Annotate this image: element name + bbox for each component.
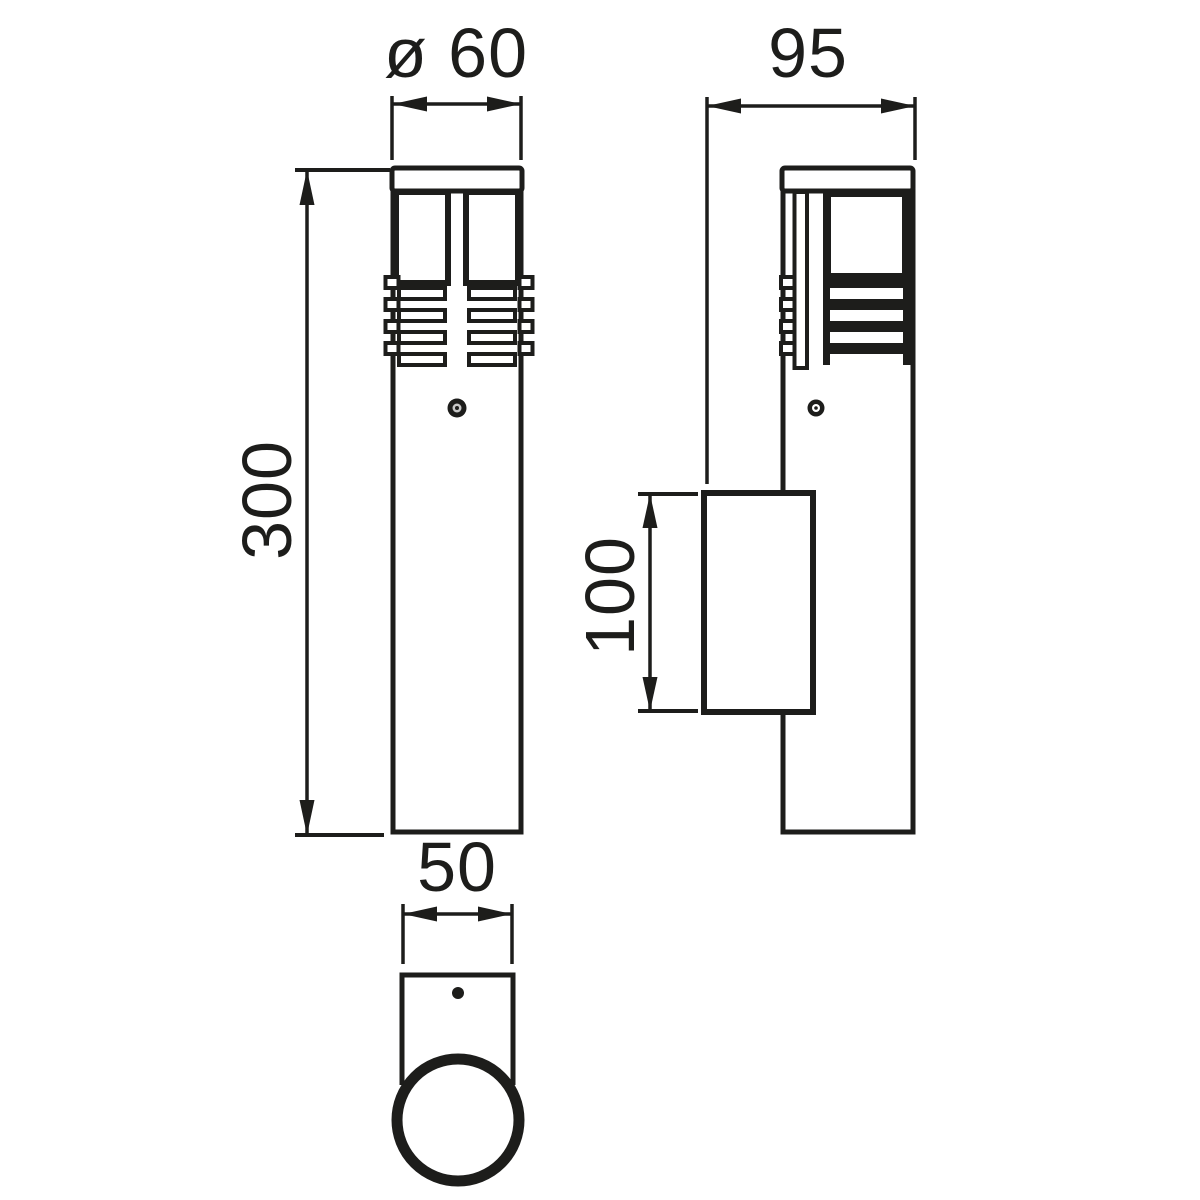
- dim-arrow-left: [393, 96, 427, 112]
- screw-center: [455, 406, 459, 410]
- dim-arrow-down: [642, 677, 658, 711]
- side-head: [779, 190, 913, 370]
- louvre-slat: [397, 286, 447, 301]
- louvre-slat: [467, 330, 517, 345]
- screw-detail-side: [807, 399, 825, 417]
- side-top-cap: [779, 165, 916, 194]
- louvre-slat: [467, 352, 517, 367]
- base-screw-hole: [452, 987, 464, 999]
- dim-label-side-depth: 95: [768, 14, 848, 92]
- dimension-front-width: ø 60: [384, 14, 528, 160]
- louvre-bump: [517, 341, 535, 356]
- louvre-slat: [830, 288, 903, 299]
- dimension-base-width: 50: [401, 828, 514, 964]
- louvre-slat: [397, 330, 447, 345]
- louvre-slat: [467, 286, 517, 301]
- front-top-cap: [389, 165, 525, 194]
- dim-label-overall-height: 300: [228, 440, 306, 560]
- front-window-left: [393, 189, 451, 286]
- side-window: [831, 197, 902, 273]
- louvre-slat: [830, 332, 903, 343]
- dim-label-box-height: 100: [571, 536, 649, 656]
- side-front-post: [792, 190, 809, 370]
- louvre-bump: [517, 297, 535, 312]
- louvre-slat: [397, 308, 447, 323]
- base-plate: [399, 972, 516, 1085]
- louvre-slat: [467, 308, 517, 323]
- louvre-bump: [383, 275, 401, 290]
- front-view: 300 ø 60: [228, 14, 535, 1187]
- screw-center: [814, 406, 818, 410]
- dim-arrow-right: [478, 906, 512, 922]
- dim-label-base-width: 50: [417, 828, 497, 906]
- screw-detail-front: [447, 398, 467, 418]
- dim-arrow-left: [403, 906, 437, 922]
- dim-arrow-up: [299, 170, 315, 205]
- dimension-box-height: 100: [571, 492, 698, 713]
- dim-arrow-left: [707, 98, 741, 114]
- louvre-bump: [383, 319, 401, 334]
- louvre-slat: [830, 354, 903, 365]
- dimension-overall-height: 300: [228, 168, 390, 837]
- louvre-slat: [830, 310, 903, 321]
- bottom-view: [391, 972, 525, 1187]
- front-louvres: [383, 275, 535, 367]
- junction-box: [701, 490, 816, 715]
- dimension-side-depth: 95: [705, 14, 917, 484]
- side-view: 95: [571, 14, 917, 835]
- dim-arrow-down: [299, 800, 315, 835]
- dim-label-front-width: ø 60: [384, 14, 528, 92]
- louvre-slat: [397, 352, 447, 367]
- louvre-bump: [383, 341, 401, 356]
- base-tube-ring: [391, 1053, 525, 1187]
- louvre-bump: [517, 275, 535, 290]
- dim-arrow-right: [881, 98, 915, 114]
- front-window-right: [463, 189, 521, 286]
- dim-arrow-up: [642, 494, 658, 528]
- louvre-bump: [517, 319, 535, 334]
- louvre-bump: [383, 297, 401, 312]
- dim-arrow-right: [487, 96, 521, 112]
